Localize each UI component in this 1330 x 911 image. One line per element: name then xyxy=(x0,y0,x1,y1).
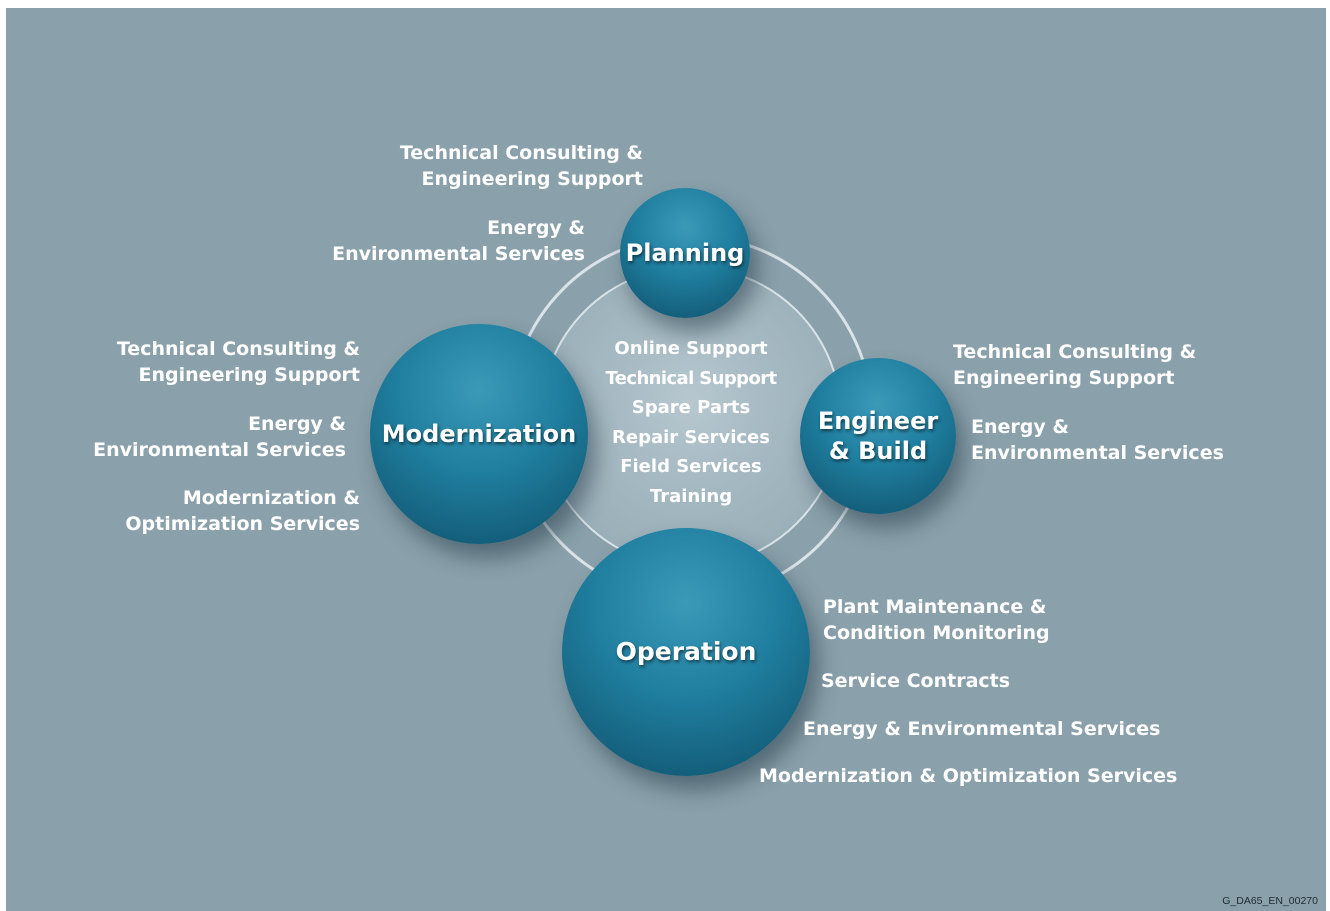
center-item: Technical Support xyxy=(605,367,777,389)
operation-sphere: Operation xyxy=(562,528,810,776)
modernization-sphere: Modernization xyxy=(370,324,588,544)
engineer-energy-label: Energy & Environmental Services xyxy=(971,416,1224,464)
operation-maintenance-label: Plant Maintenance & Condition Monitoring xyxy=(823,596,1050,644)
modernization-energy-label: Energy & Environmental Services xyxy=(93,413,346,461)
center-item: Online Support xyxy=(614,338,768,359)
operation-energy-label: Energy & Environmental Services xyxy=(803,718,1161,740)
center-item: Training xyxy=(649,485,733,507)
engineer-build-sphere: Engineer & Build xyxy=(800,358,956,514)
diagram-canvas: Planning Modernization Engineer & Build … xyxy=(6,8,1326,911)
center-item: Repair Services xyxy=(612,426,770,448)
engineer-tech-consulting-label: Technical Consulting & Engineering Suppo… xyxy=(953,341,1197,389)
operation-contracts-label: Service Contracts xyxy=(821,670,1011,692)
center-disc xyxy=(541,267,841,567)
center-item: Spare Parts xyxy=(631,397,751,418)
modernization-tech-consulting-label: Technical Consulting & Engineering Suppo… xyxy=(116,338,360,386)
planning-energy-label: Energy & Environmental Services xyxy=(332,217,585,265)
planning-sphere: Planning xyxy=(620,188,750,318)
center-item: Field Services xyxy=(620,456,762,477)
modernization-title: Modernization xyxy=(381,420,577,448)
planning-title: Planning xyxy=(625,239,745,267)
figure-code: G_DA65_EN_00270 xyxy=(1222,895,1318,907)
operation-optimization-label: Modernization & Optimization Services xyxy=(759,765,1178,787)
operation-title: Operation xyxy=(615,637,757,666)
engineer-build-title: Engineer & Build xyxy=(817,407,939,465)
modernization-optimization-label: Modernization & Optimization Services xyxy=(125,487,360,535)
planning-tech-consulting-label: Technical Consulting & Engineering Suppo… xyxy=(399,142,643,190)
center-service-list: Online Support Technical Support Spare P… xyxy=(591,334,791,511)
